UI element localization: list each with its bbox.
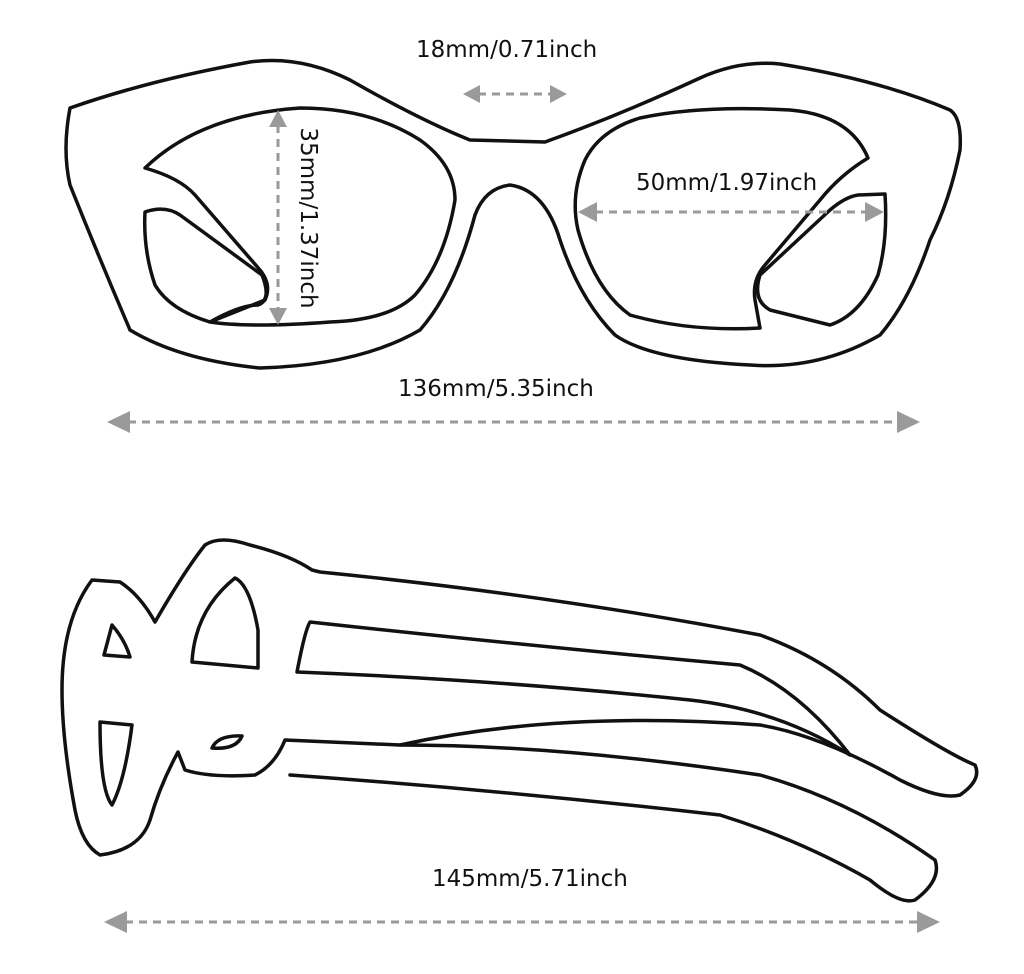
side-window-upper [190,576,260,670]
arrow-left-icon [578,202,597,222]
right-lens-outline [573,106,870,331]
arrow-left-icon [463,85,480,103]
arrow-down-icon [269,308,287,325]
frame-width-dimension [107,411,920,433]
frame-width-label: 136mm/5.35inch [398,376,594,402]
bridge-dimension [463,85,567,103]
side-temple-slot [295,620,852,757]
temple-length-label: 145mm/5.71inch [432,866,628,892]
left-temple-inner [142,207,268,324]
arrow-up-icon [269,110,287,127]
side-window-lower-left [98,720,134,807]
lens-width-dimension [578,202,884,222]
side-frame-outline [60,538,979,857]
arrow-left-icon [107,411,130,433]
front-frame-outline [64,58,963,370]
arrow-right-icon [865,202,884,222]
arrow-right-icon [917,911,940,933]
side-temple-lower [288,743,939,903]
arrow-right-icon [897,411,920,433]
side-window-small [102,623,132,659]
arrow-right-icon [550,85,567,103]
side-view [60,538,979,903]
arrow-left-icon [104,911,127,933]
bridge-label: 18mm/0.71inch [416,37,598,63]
right-temple-inner [755,192,888,327]
side-window-lower-small [210,734,244,750]
lens-height-label: 35mm/1.37inch [295,127,321,309]
lens-height-dimension [269,110,287,325]
temple-length-dimension [104,911,940,933]
lens-width-label: 50mm/1.97inch [636,170,818,196]
front-view [64,58,963,370]
